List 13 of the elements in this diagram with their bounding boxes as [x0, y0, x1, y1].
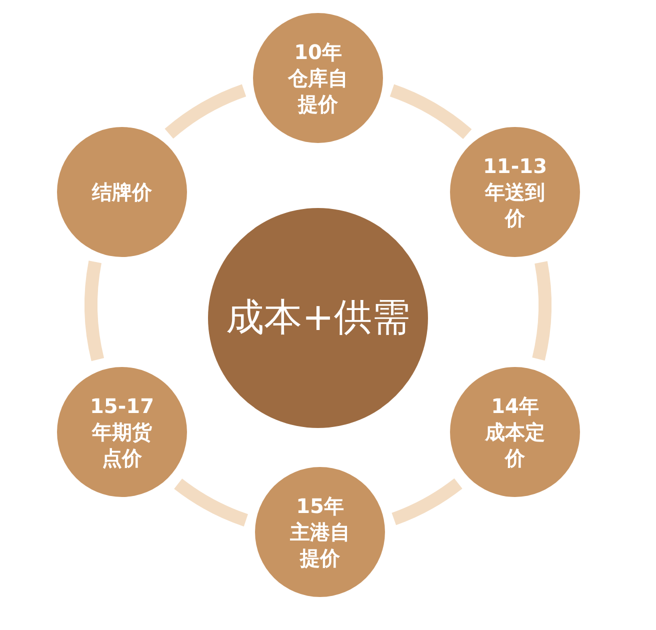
stage-label: 10年仓库自提价 — [286, 39, 349, 117]
stage-label: 14年成本定价 — [484, 393, 546, 471]
stage-label: 15年主港自提价 — [289, 493, 351, 571]
connector-band — [391, 478, 462, 526]
center-label: 成本+供需 — [226, 294, 410, 342]
stage-label: 15-17年期货点价 — [89, 393, 155, 471]
connector-band — [390, 84, 472, 140]
connector-band — [84, 261, 104, 361]
stage-label: 11-13年送到价 — [482, 153, 548, 231]
stage-label: 结牌价 — [90, 179, 153, 205]
connector-band — [164, 84, 246, 139]
connector-band — [532, 262, 552, 360]
connector-band — [174, 478, 248, 526]
